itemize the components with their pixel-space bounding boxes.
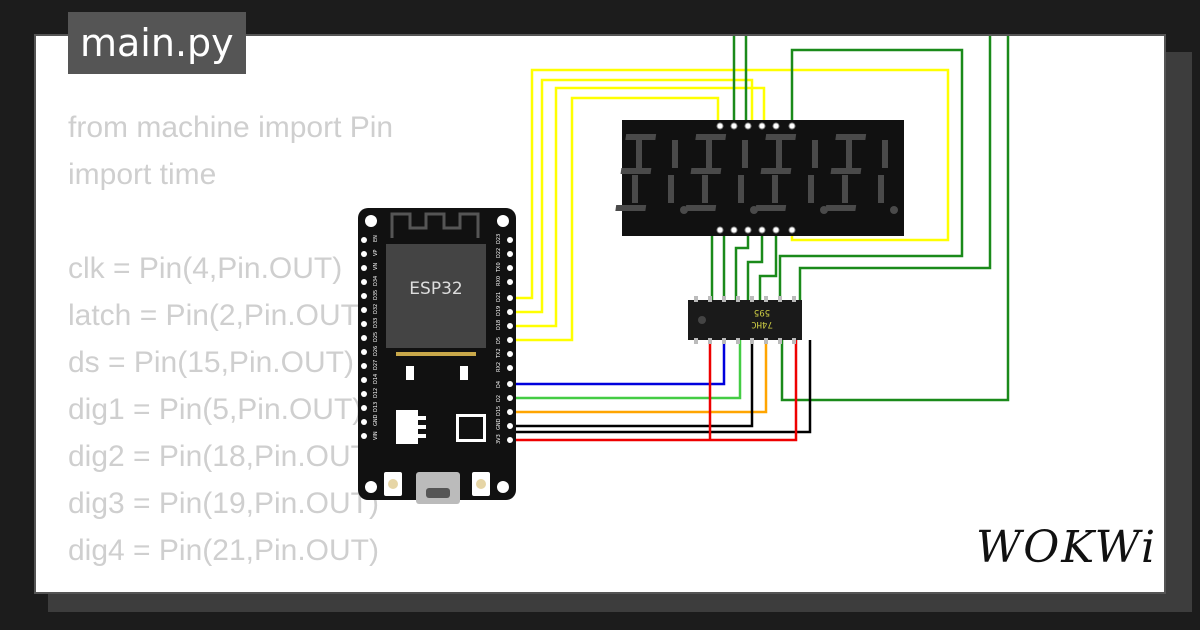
svg-text:TX0: TX0 <box>496 262 502 273</box>
svg-text:GND: GND <box>373 414 379 426</box>
svg-text:VIN: VIN <box>373 431 379 440</box>
esp32-board[interactable]: ESP32 EN VP VN D34 D35 <box>358 208 516 504</box>
code-line: dig3 = Pin(19,Pin.OUT) <box>68 487 379 520</box>
boot-button[interactable] <box>472 472 490 496</box>
wire-yellow[interactable] <box>512 78 754 314</box>
svg-text:D4: D4 <box>496 381 502 388</box>
svg-text:VP: VP <box>373 250 379 256</box>
svg-text:D21: D21 <box>496 292 502 302</box>
display-pins[interactable] <box>716 122 796 234</box>
mounting-hole <box>365 481 377 493</box>
wire-yellow[interactable] <box>512 86 766 328</box>
svg-text:D35: D35 <box>373 290 379 300</box>
code-line: dig2 = Pin(18,Pin.OUT) <box>68 440 379 473</box>
wokwi-logo[interactable]: WOKWi <box>976 522 1158 573</box>
led-icon <box>460 366 468 380</box>
wire-green[interactable] <box>710 230 720 300</box>
svg-text:TX2: TX2 <box>496 348 502 359</box>
project-card[interactable] <box>34 34 1166 594</box>
svg-text:RX2: RX2 <box>496 362 502 372</box>
voltage-regulator <box>396 410 426 444</box>
code-line: from machine import Pin <box>68 111 394 144</box>
svg-text:D14: D14 <box>373 374 379 384</box>
svg-text:D27: D27 <box>373 360 379 370</box>
wire-orange[interactable] <box>512 340 768 414</box>
code-line: ds = Pin(15,Pin.OUT) <box>68 346 354 379</box>
mounting-hole <box>365 215 377 227</box>
esp32-module <box>386 244 486 348</box>
code-line: latch = Pin(2,Pin.OUT) <box>68 299 369 332</box>
right-pin-header[interactable] <box>507 237 513 443</box>
wire-green[interactable] <box>798 36 992 300</box>
filename-tab[interactable]: main.py <box>68 12 246 74</box>
shift-register-chip[interactable]: 595 74HC <box>688 296 802 344</box>
svg-text:GND: GND <box>496 418 502 430</box>
svg-text:VN: VN <box>373 263 379 270</box>
wire-black[interactable] <box>512 340 812 434</box>
svg-text:D18: D18 <box>496 320 502 330</box>
wires[interactable] <box>512 36 1010 442</box>
wire-yellow[interactable] <box>512 96 720 342</box>
code-line: clk = Pin(4,Pin.OUT) <box>68 252 343 285</box>
chip-label: ESP32 <box>409 279 462 299</box>
code-line: dig4 = Pin(21,Pin.OUT) <box>68 534 379 567</box>
seven-segment-display[interactable] <box>615 120 904 236</box>
svg-text:D5: D5 <box>496 337 502 344</box>
wire-green[interactable] <box>746 232 764 300</box>
svg-text:D13: D13 <box>373 402 379 412</box>
led-icon <box>406 366 414 380</box>
en-button[interactable] <box>384 472 402 496</box>
svg-text:D12: D12 <box>373 388 379 398</box>
wire-green[interactable] <box>778 48 964 300</box>
svg-text:D15: D15 <box>496 406 502 416</box>
svg-text:D23: D23 <box>496 234 502 244</box>
mounting-hole <box>497 215 509 227</box>
wire-black[interactable] <box>512 340 754 428</box>
wire-blue[interactable] <box>512 340 726 386</box>
wire-lightgreen[interactable] <box>512 340 742 400</box>
svg-text:EN: EN <box>373 235 379 242</box>
chip-label-top: 595 <box>754 307 770 317</box>
usb-port-icon <box>416 472 460 504</box>
code-preview: from machine import Pin import time clk … <box>68 104 393 574</box>
wire-green[interactable] <box>722 230 734 300</box>
mounting-hole <box>497 481 509 493</box>
left-pin-labels: EN VP VN D34 D35 D32 D33 D25 D26 D27 D14… <box>373 235 379 440</box>
code-line: import time <box>68 158 217 191</box>
antenna-icon <box>390 212 480 238</box>
svg-text:3V3: 3V3 <box>496 434 502 444</box>
wire-green[interactable] <box>734 232 750 300</box>
right-pin-labels: D23 D22 TX0 RX0 D21 D19 D18 D5 TX2 RX2 D… <box>496 234 502 444</box>
wire-red[interactable] <box>512 340 798 442</box>
wire-green[interactable] <box>780 36 1010 402</box>
svg-text:D32: D32 <box>373 304 379 314</box>
svg-text:D22: D22 <box>496 248 502 258</box>
svg-text:D19: D19 <box>496 306 502 316</box>
svg-text:D34: D34 <box>373 276 379 286</box>
svg-text:D2: D2 <box>496 395 502 402</box>
left-pin-header[interactable] <box>361 237 367 439</box>
usb-serial-chip <box>456 414 486 442</box>
code-line: dig1 = Pin(5,Pin.OUT) <box>68 393 363 426</box>
display-segments <box>615 134 898 214</box>
svg-text:D25: D25 <box>373 332 379 342</box>
chip-pins <box>694 296 796 344</box>
wire-green[interactable] <box>758 232 778 300</box>
module-pads <box>396 352 476 356</box>
svg-text:RX0: RX0 <box>496 276 502 286</box>
chip-label-bottom: 74HC <box>751 319 773 329</box>
svg-text:D26: D26 <box>373 346 379 356</box>
wire-yellow[interactable] <box>512 68 950 300</box>
svg-text:D33: D33 <box>373 318 379 328</box>
